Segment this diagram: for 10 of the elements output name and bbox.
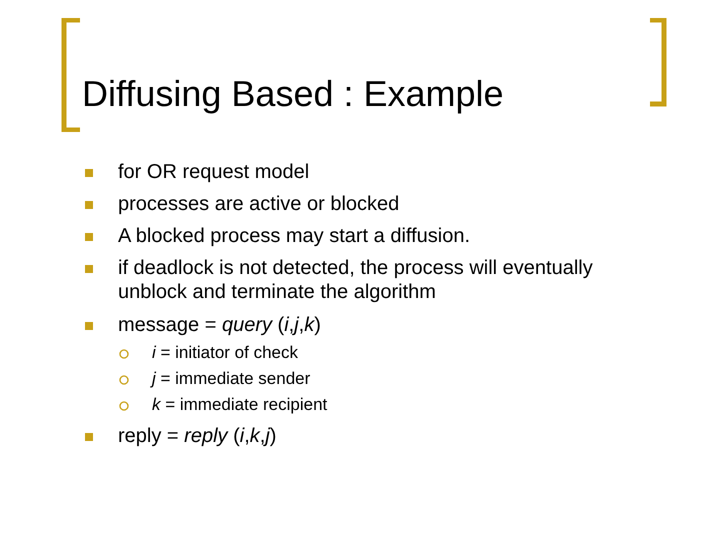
bullet-text: for OR request model (118, 160, 310, 184)
bullet-text: A blocked process may start a diffusion. (118, 224, 472, 248)
bullet-text: if deadlock is not detected, the process will eventually unblock and terminate the algorithm (118, 256, 594, 304)
bullet-text: i = initiator of check (152, 343, 299, 364)
bullet-text: k = immediate recipient (152, 395, 328, 416)
bullet-text: reply = reply (i,k,j) (118, 424, 278, 448)
bullet-text: message = query (i,j,k) (118, 313, 322, 337)
bullet-text: j = immediate sender (152, 369, 312, 390)
bullet-text: processes are active or blocked (118, 192, 400, 216)
slide-title: Diffusing Based : Example (82, 72, 504, 116)
